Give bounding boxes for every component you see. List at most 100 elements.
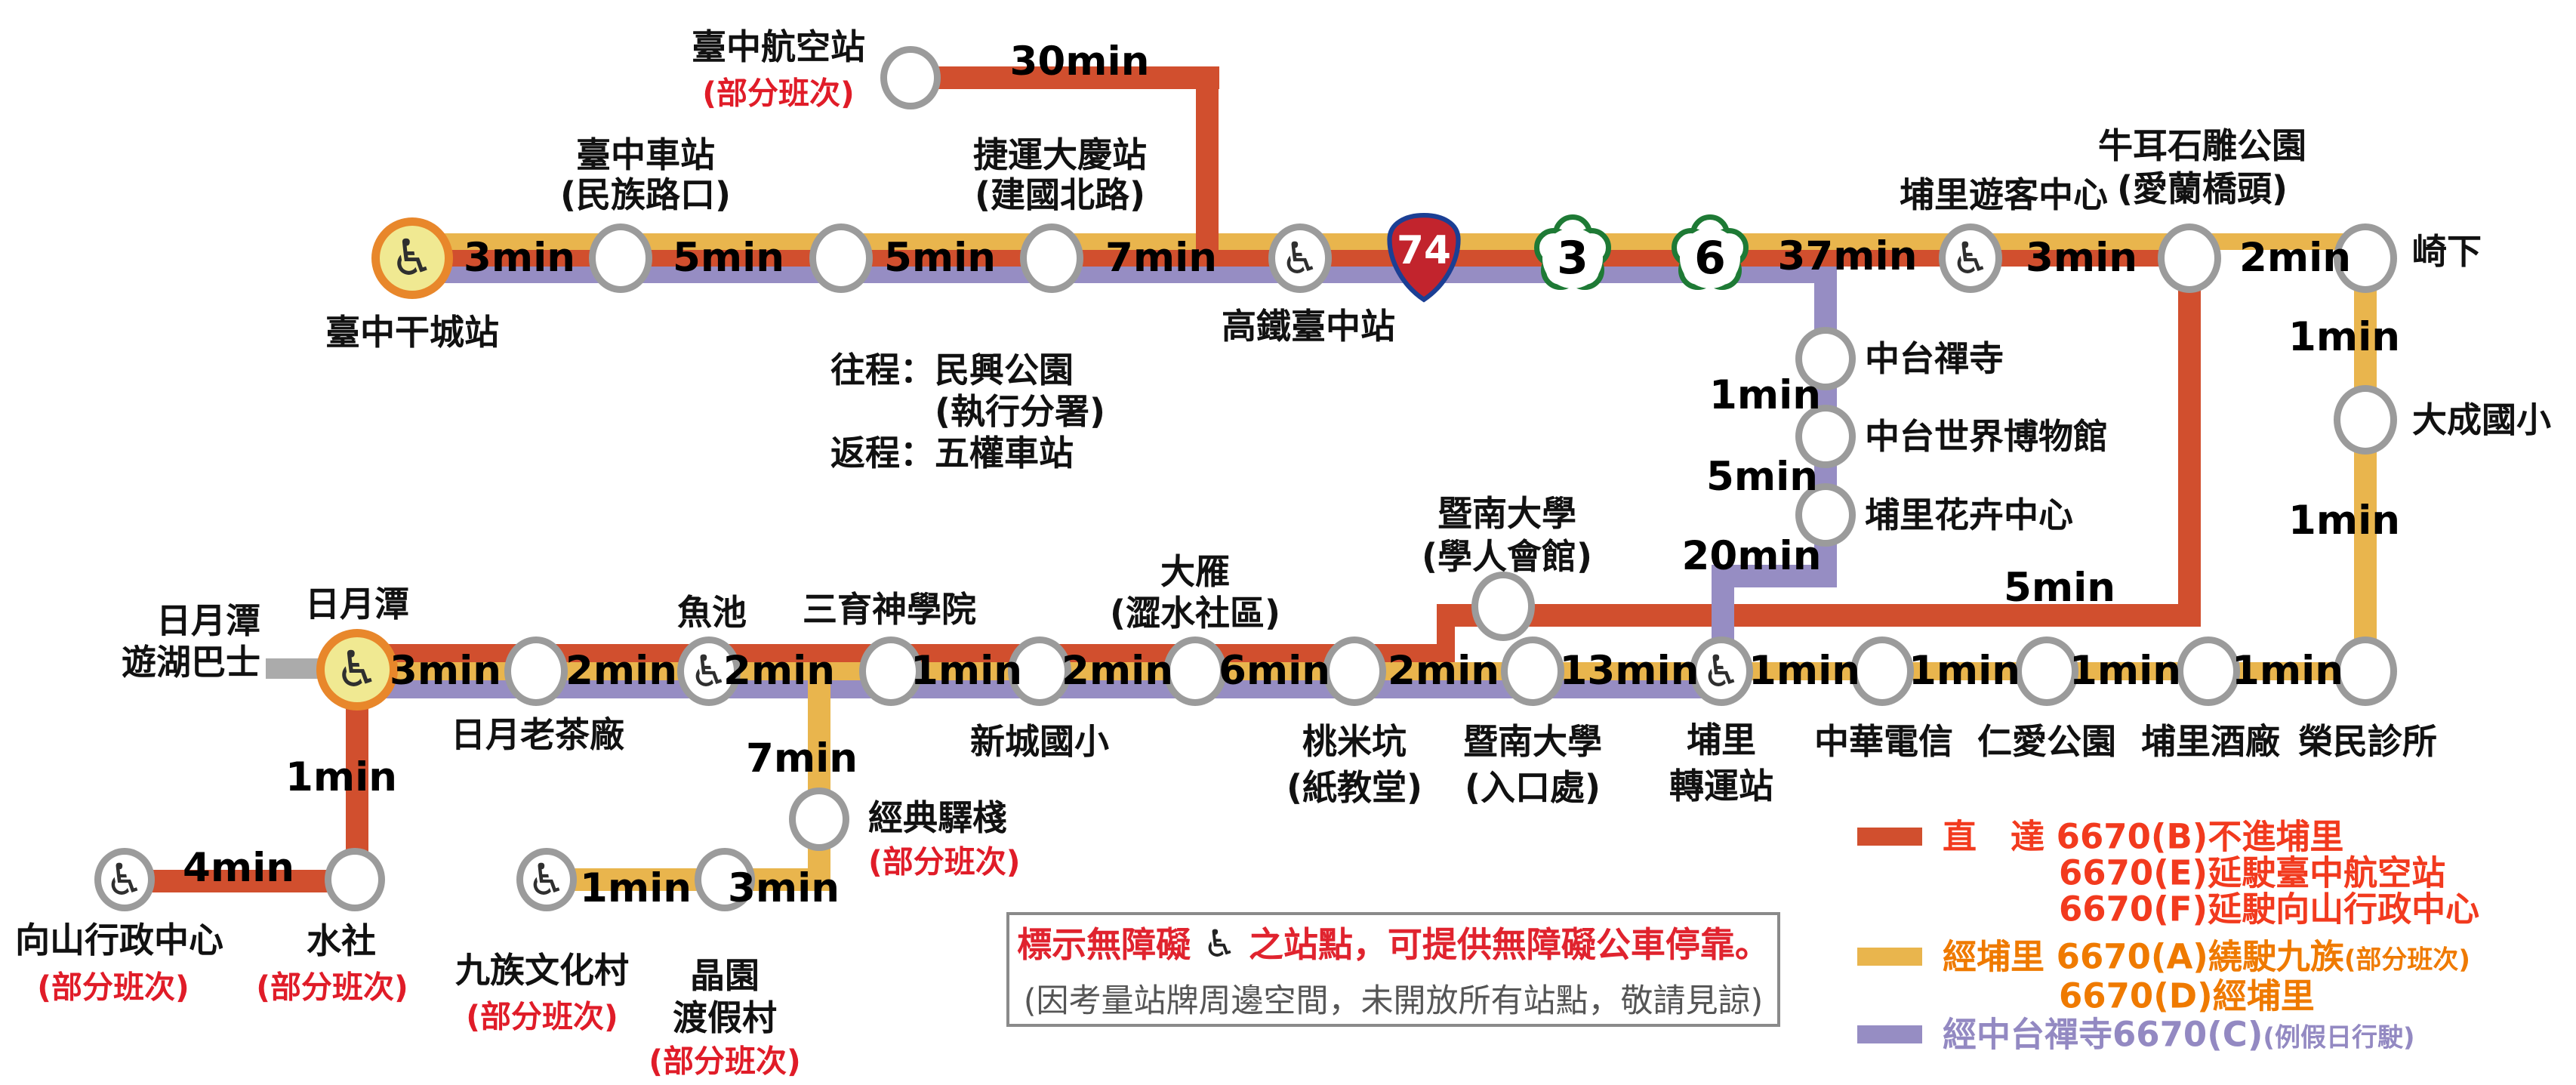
stop-xincheng-school <box>1008 637 1071 706</box>
time-label: 3min <box>2025 235 2138 282</box>
stop-taichung-station <box>589 223 652 293</box>
time-label: 2min <box>565 648 678 695</box>
partial-service-note: (部分班次) <box>37 969 190 1006</box>
stop-minxing-park <box>809 223 873 293</box>
station-label: (民族路口) <box>559 174 732 215</box>
route-note: 返程：五權車站 <box>830 432 1074 473</box>
stop-mrt-daqing <box>1020 223 1083 293</box>
stop-hsr-taichung: ♿ <box>1268 223 1332 293</box>
station-label: 九族文化村 <box>455 949 629 991</box>
station-label: 捷運大慶站 <box>973 134 1147 175</box>
station-label: 新城國小 <box>970 720 1109 762</box>
provincial-highway-3-number: 3 <box>1557 232 1588 285</box>
time-label: 2min <box>1061 648 1174 695</box>
station-label: 水社 <box>307 920 376 961</box>
station-label: 魚池 <box>677 591 747 633</box>
accessibility-notice-box: 標示無障礙 ♿ 之站點，可提供無障礙公車停靠。 (因考量站牌周邊空間，未開放所有… <box>1006 912 1780 1027</box>
stop-ncnu-guest-house <box>1471 572 1535 641</box>
stop-zhongtai-temple <box>1795 327 1856 390</box>
legend-direct-line2: 6670(E)延駛臺中航空站 <box>2059 852 2446 893</box>
stop-dacheng-school <box>2334 385 2397 455</box>
station-label: 桃米坑 <box>1302 720 1407 762</box>
stop-ncnu-entrance <box>1501 637 1564 706</box>
stop-classic-inn <box>789 788 849 851</box>
wheelchair-icon: ♿ <box>1203 922 1237 966</box>
station-label: 晶園 <box>690 954 760 996</box>
legend-direct-line1: 直 達 6670(B)不進埔里 <box>1943 816 2344 857</box>
partial-service-note: (部分班次) <box>702 75 855 112</box>
time-label: 2min <box>2239 235 2352 282</box>
time-label: 1min <box>1908 648 2021 695</box>
wheelchair-icon: ♿ <box>1951 233 1990 284</box>
airport-branch-h <box>936 66 1219 89</box>
wheelchair-icon: ♿ <box>1280 233 1320 284</box>
niuer-branch-v <box>2178 260 2201 627</box>
station-label: 日月老茶廠 <box>451 714 624 755</box>
legend-via-chungtai: 經中台禪寺6670(C)(例假日行駛) <box>1943 1014 2415 1055</box>
station-label: 中台禪寺 <box>1865 338 2004 379</box>
stop-qixia <box>2334 223 2397 293</box>
provincial-highway-6-number: 6 <box>1694 232 1726 285</box>
route-note: (執行分署) <box>935 390 1106 432</box>
wheelchair-icon: ♿ <box>689 646 729 697</box>
stop-puli-terminal: ♿ <box>1690 637 1753 706</box>
time-label: 2min <box>1387 648 1500 695</box>
wheelchair-icon: ♿ <box>527 854 566 905</box>
stop-taichung-gancheng: ♿ <box>371 217 453 299</box>
time-label: 7min <box>1105 235 1218 282</box>
time-label: 37min <box>1777 233 1918 280</box>
time-label: 3min <box>389 648 502 695</box>
stop-veterans-clinic <box>2334 637 2397 706</box>
station-label: 日月潭 <box>156 600 260 641</box>
airport-branch-v <box>1196 66 1219 267</box>
station-label: 崎下 <box>2412 230 2482 272</box>
legend-swatch-via-puli <box>1857 948 1922 966</box>
stop-yuchi: ♿ <box>677 637 741 706</box>
stop-jiuzu-village: ♿ <box>516 848 577 911</box>
time-label: 30min <box>1009 39 1150 85</box>
partial-service-note: (部分班次) <box>649 1043 801 1080</box>
station-label: 遊湖巴士 <box>122 641 260 683</box>
stop-shuishe <box>325 848 385 911</box>
station-label: 榮民診所 <box>2298 720 2437 762</box>
stop-sun-moon-lake: ♿ <box>316 629 398 710</box>
accessibility-notice-line2: (因考量站牌周邊空間，未開放所有站點，敬請見諒) <box>1023 982 1764 1020</box>
station-label: (紙教堂) <box>1286 766 1423 808</box>
partial-service-note: (部分班次) <box>466 998 618 1035</box>
time-label: 1min <box>2069 648 2182 695</box>
station-label: 臺中車站 <box>576 134 715 175</box>
station-label: (建國北路) <box>974 174 1146 215</box>
time-label: 1min <box>2231 648 2344 695</box>
blossom-center <box>1680 228 1740 288</box>
station-label: 埔里 <box>1687 719 1756 760</box>
top-line-purple <box>412 267 1837 283</box>
station-label: 仁愛公園 <box>1977 720 2116 762</box>
stop-sanyu-college <box>859 637 923 706</box>
stop-renai-park <box>2015 637 2078 706</box>
legend-direct-line3: 6670(F)延駛向山行政中心 <box>2059 889 2480 929</box>
station-label: 高鐵臺中站 <box>1222 305 1395 347</box>
svg-text:74: 74 <box>1397 228 1451 273</box>
time-label: 2min <box>723 648 836 695</box>
time-label: 7min <box>745 735 858 782</box>
route-note: 往程：民興公園 <box>830 349 1074 390</box>
station-label: 埔里遊客中心 <box>1900 174 2108 215</box>
station-label: 埔里酒廠 <box>2141 720 2280 762</box>
partial-service-note: (部分班次) <box>256 969 408 1006</box>
station-label: 三育神學院 <box>803 588 976 630</box>
niuer-branch-h <box>1437 604 2201 627</box>
partial-service-note: (部分班次) <box>868 843 1021 880</box>
stop-airport <box>880 46 941 109</box>
time-label: 5min <box>1706 454 1819 501</box>
station-label: 渡假村 <box>673 997 777 1038</box>
stop-dayan <box>1163 637 1227 706</box>
station-label: 中華電信 <box>1814 720 1953 762</box>
station-label: 轉運站 <box>1669 765 1773 806</box>
station-label: 向山行政中心 <box>15 919 223 960</box>
time-label: 5min <box>2003 565 2116 612</box>
legend-swatch-via-chungtai <box>1857 1025 1922 1043</box>
station-label: 臺中航空站 <box>692 26 865 67</box>
stop-laochachang <box>504 637 568 706</box>
stop-puli-visitor-center: ♿ <box>1939 223 2002 293</box>
legend-via-puli-line1: 經埔里 6670(A)繞駛九族(部分班次) <box>1943 936 2470 977</box>
